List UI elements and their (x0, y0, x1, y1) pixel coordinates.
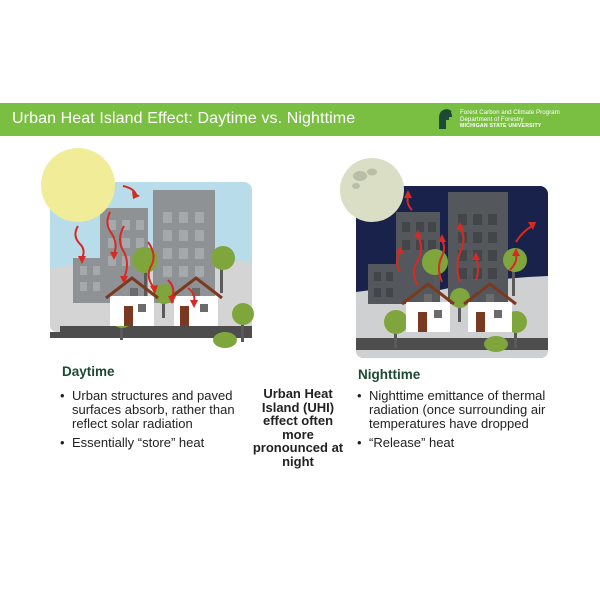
nighttime-bullet: Nighttime emittance of thermal radiation… (357, 389, 582, 431)
nighttime-heading: Nighttime (358, 367, 421, 382)
sun-icon (41, 148, 115, 222)
moon-icon (340, 158, 404, 222)
title-banner: Urban Heat Island Effect: Daytime vs. Ni… (0, 103, 600, 136)
daytime-heat-arrows (74, 185, 196, 303)
msu-logo: Forest Carbon and Climate Program Depart… (436, 107, 596, 133)
daytime-illustration (38, 148, 258, 348)
logo-program-name: Forest Carbon and Climate Program (460, 109, 560, 116)
nighttime-bullet: “Release” heat (357, 436, 582, 451)
nighttime-houses (401, 282, 517, 332)
daytime-bullets: Urban structures and paved surfaces abso… (60, 389, 245, 455)
daytime-heading: Daytime (62, 364, 115, 379)
uhi-center-note: Urban Heat Island (UHI) effect often mor… (252, 386, 344, 469)
nighttime-buildings (368, 192, 508, 304)
daytime-bullet: Essentially “store” heat (60, 436, 245, 451)
daytime-bullet: Urban structures and paved surfaces abso… (60, 389, 245, 431)
daytime-houses (105, 276, 223, 326)
nighttime-arrowheads (396, 190, 536, 260)
daytime-arrowheads (78, 191, 198, 308)
spartan-helmet-icon (439, 109, 452, 129)
nighttime-road (356, 338, 548, 350)
logo-department: Department of Forestry (460, 116, 524, 123)
logo-university: MICHIGAN STATE UNIVERSITY (460, 123, 542, 129)
banner-title: Urban Heat Island Effect: Daytime vs. Ni… (12, 110, 356, 127)
nighttime-bullets: Nighttime emittance of thermal radiation… (357, 389, 582, 455)
nighttime-heat-arrows (396, 195, 533, 287)
nighttime-illustration (330, 152, 552, 362)
